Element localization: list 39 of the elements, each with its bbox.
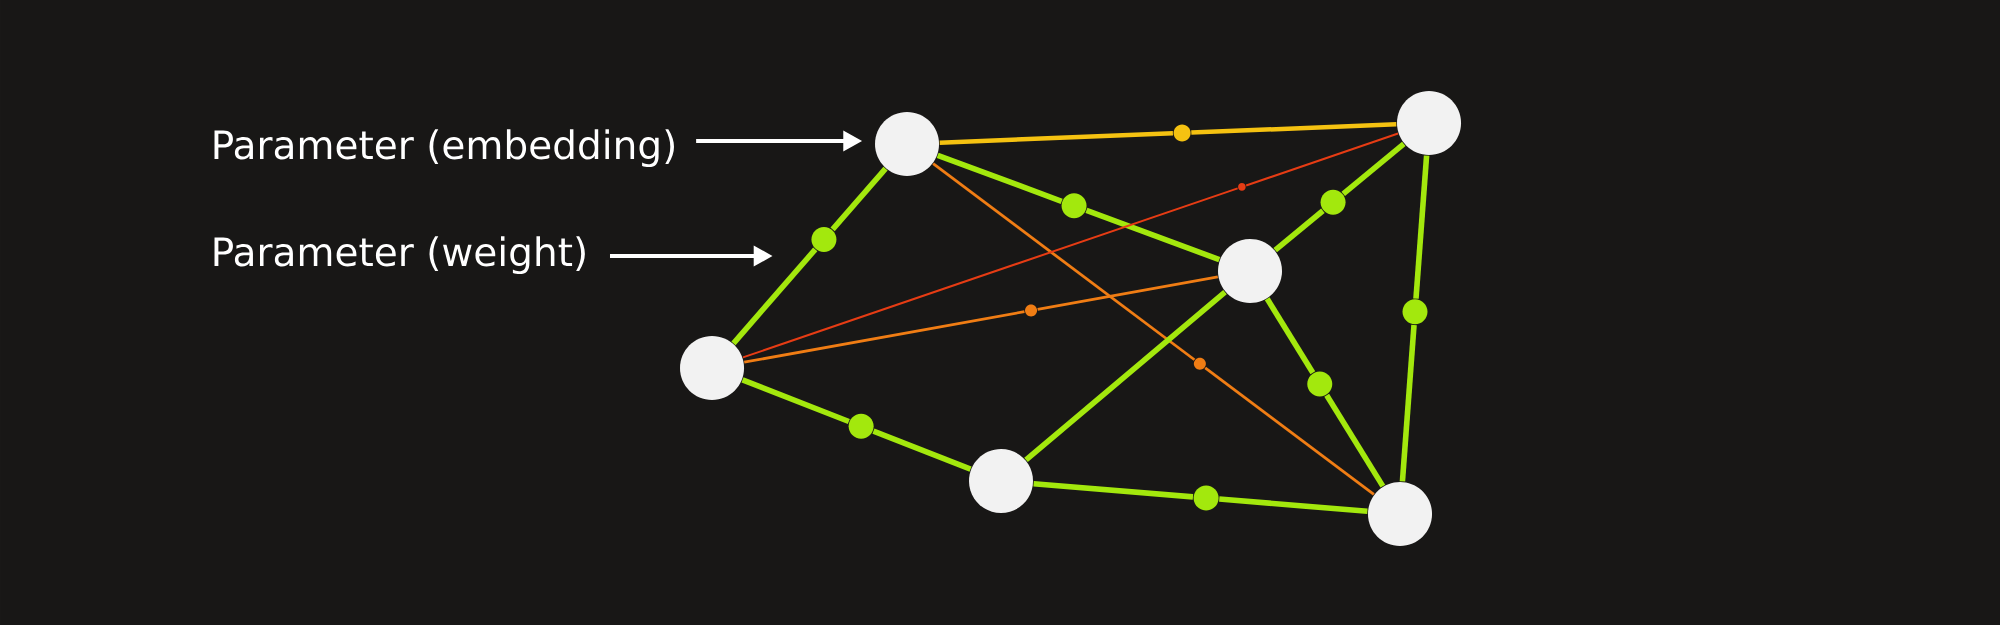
graph-edge [1191, 122, 1397, 135]
weight-dot [1307, 371, 1333, 397]
graph-edge [1024, 289, 1227, 463]
weight-dot [811, 226, 837, 252]
weight-dot [1402, 299, 1428, 325]
annotation-label: Parameter (embedding) [214, 129, 674, 168]
graph-edge [936, 152, 1063, 204]
graph-edge [1219, 496, 1368, 515]
graph-edge [1341, 141, 1406, 197]
weight-dot [1320, 189, 1346, 215]
graph-edge [1037, 275, 1219, 311]
graph-node [1218, 239, 1283, 303]
graph-node [1397, 90, 1462, 155]
graph-edge [1245, 132, 1400, 187]
graph-edge [741, 377, 850, 425]
graph-edge [830, 166, 888, 232]
graph-node [1368, 481, 1433, 546]
graph-edge [1399, 324, 1417, 482]
graph-edge [872, 428, 972, 472]
graph-edge [1204, 366, 1375, 496]
graph-edge [1033, 480, 1194, 500]
graph-node [969, 448, 1034, 513]
weight-dot [848, 413, 874, 439]
graph-edge [1264, 297, 1316, 375]
graph-edge [932, 162, 1196, 361]
graph-edge [1324, 393, 1386, 488]
graph-edge [1273, 208, 1325, 253]
weight-dot [1061, 193, 1087, 219]
graph-edge [743, 310, 1025, 364]
graph-edge [1413, 155, 1430, 299]
graph-edge [939, 131, 1173, 145]
weight-dot [1173, 124, 1191, 142]
graph-edge [731, 247, 818, 346]
weight-dot [1193, 485, 1219, 511]
graph-node [875, 111, 940, 176]
graph-node [680, 336, 745, 400]
annotation-label: Parameter (weight) [214, 236, 585, 275]
graph-edge [1085, 207, 1221, 263]
graph-edge [742, 187, 1239, 359]
